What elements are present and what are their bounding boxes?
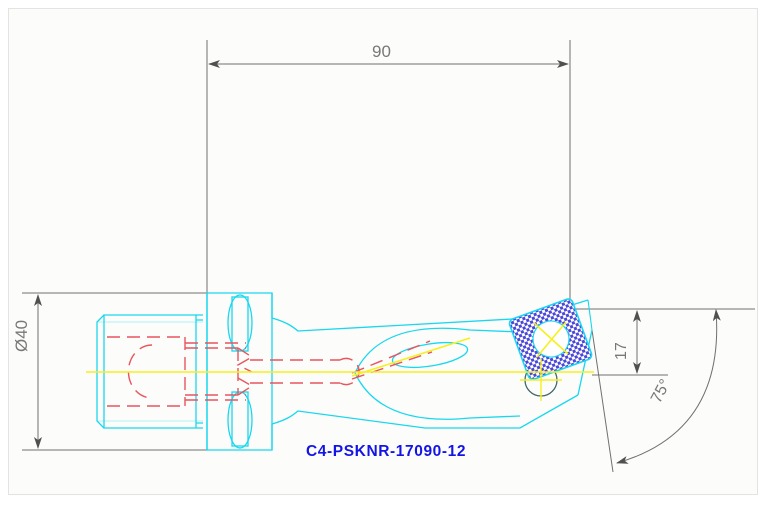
dimension-label-90: 90 (372, 42, 391, 61)
dimension-length-90 (206, 40, 571, 310)
dimension-label-diameter: Ø40 (12, 319, 31, 352)
centerlines (86, 337, 594, 377)
part-number-label: C4-PSKNR-17090-12 (306, 443, 467, 460)
dimension-height-17 (570, 308, 755, 376)
insert-crosshair (533, 321, 569, 358)
holder-body (271, 293, 593, 450)
dimension-label-17: 17 (613, 342, 630, 360)
screw-crosshair (520, 359, 562, 401)
dimension-angle-75 (591, 309, 721, 473)
hidden-lines (107, 336, 433, 407)
dimension-diameter-40 (22, 292, 210, 451)
cutting-insert (508, 298, 593, 381)
